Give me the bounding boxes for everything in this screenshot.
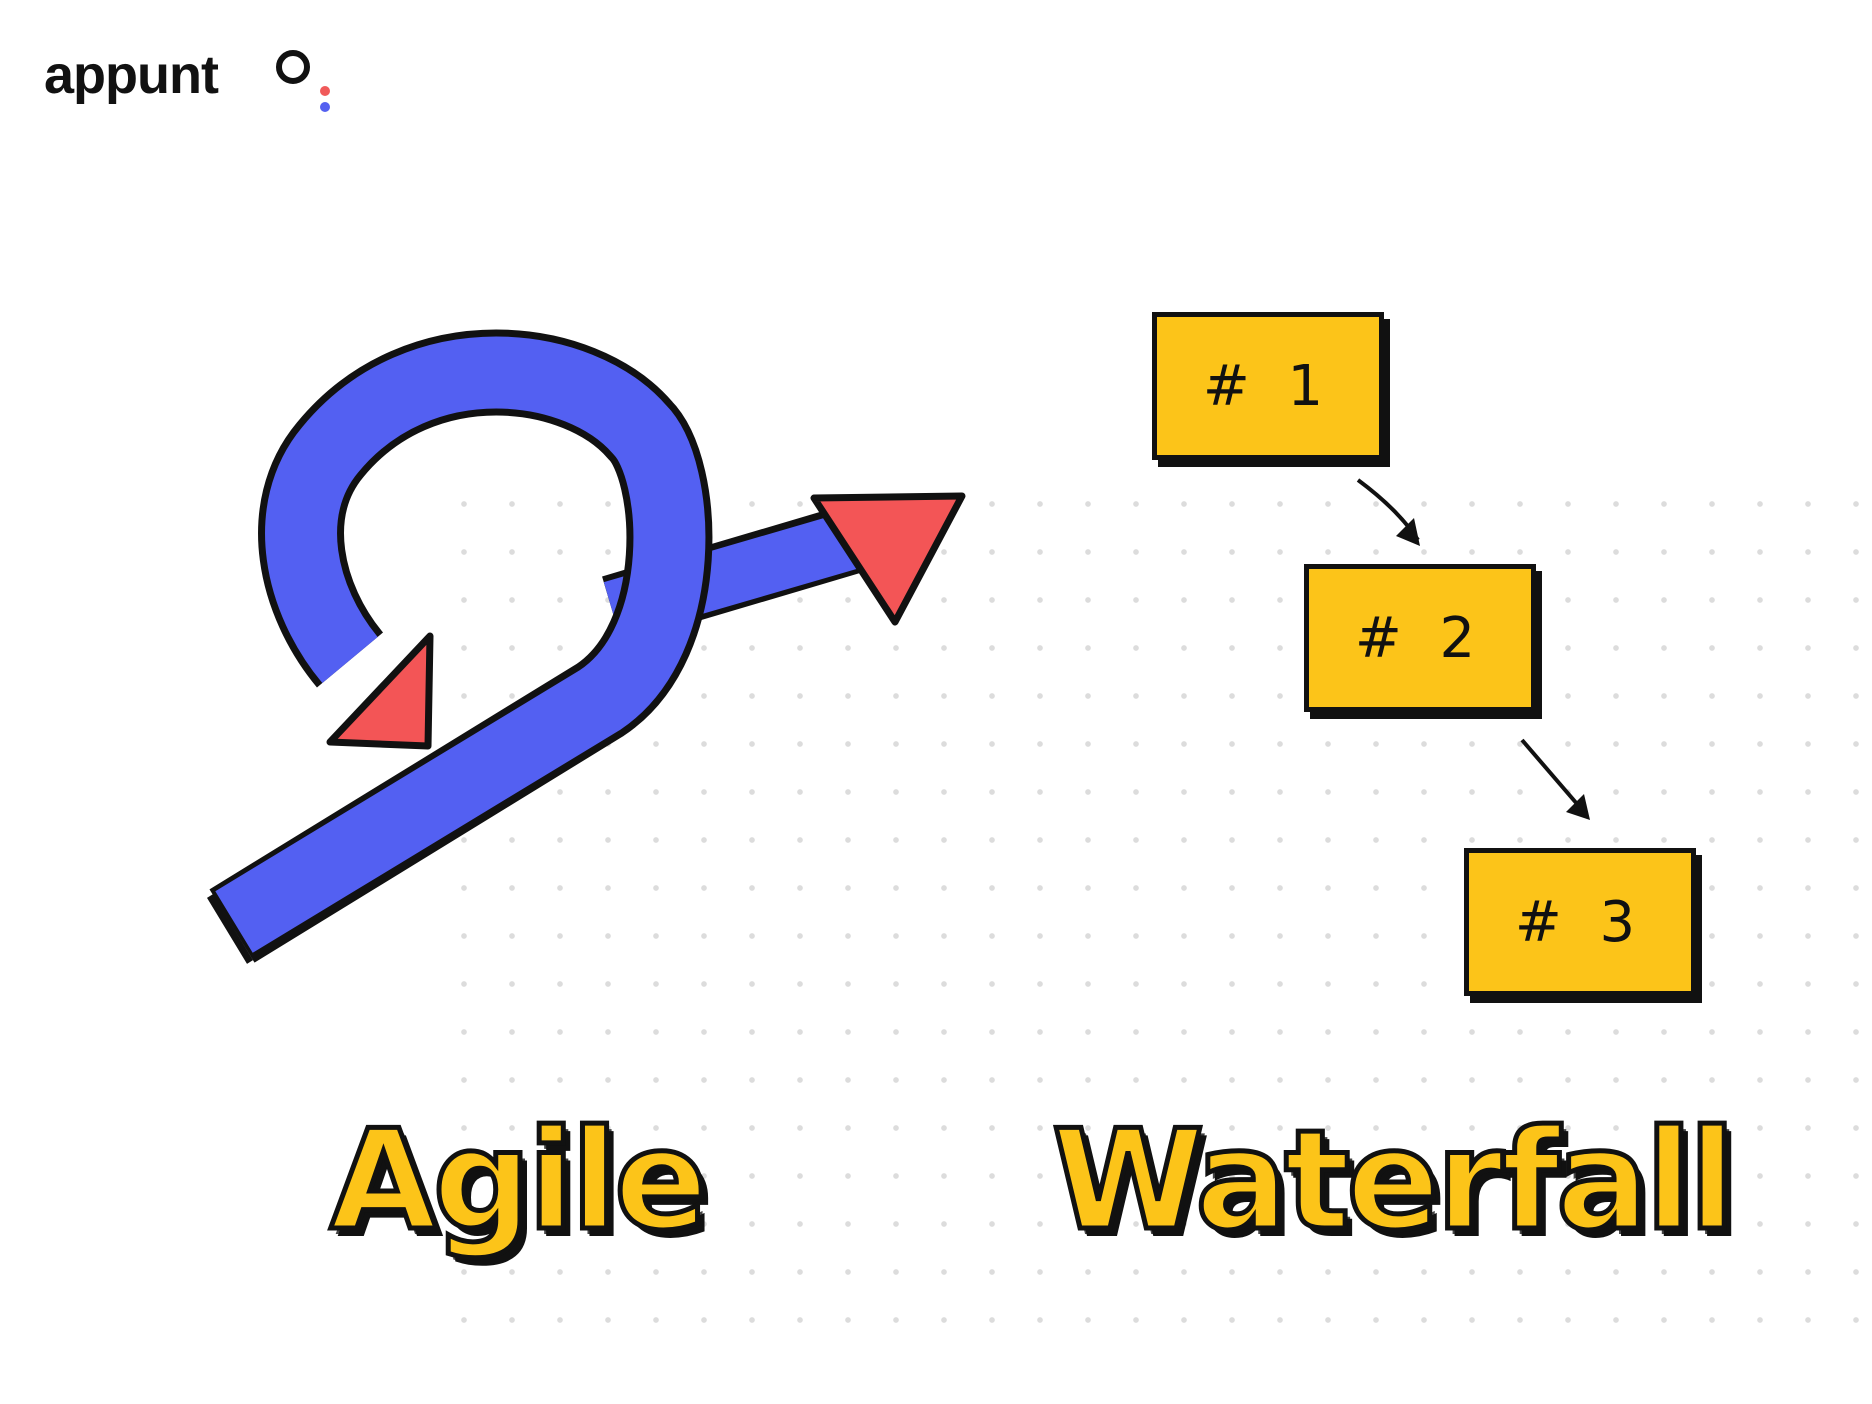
waterfall-step-3-label: # 3 — [1514, 889, 1646, 955]
agile-loop-band — [207, 329, 713, 964]
agile-loop-arrowhead — [326, 632, 434, 750]
waterfall-arrow-1-to-2 — [1356, 478, 1420, 546]
agile-forward-arrowhead — [810, 492, 966, 626]
waterfall-step-1-box: # 1 — [1152, 312, 1384, 460]
waterfall-step-2-box: # 2 — [1304, 564, 1536, 712]
logo-red-dot — [320, 86, 330, 96]
agile-title: Agile — [328, 1100, 711, 1261]
waterfall-title: Waterfall — [1050, 1100, 1739, 1261]
logo-wordmark: appunt — [44, 45, 219, 105]
waterfall-step-3-box: # 3 — [1464, 848, 1696, 996]
logo-o-ring — [276, 50, 310, 84]
logo-blue-dot — [320, 102, 330, 112]
waterfall-step-1-label: # 1 — [1202, 353, 1334, 419]
waterfall-arrow-2-to-3 — [1520, 738, 1590, 820]
waterfall-step-2-label: # 2 — [1354, 605, 1486, 671]
